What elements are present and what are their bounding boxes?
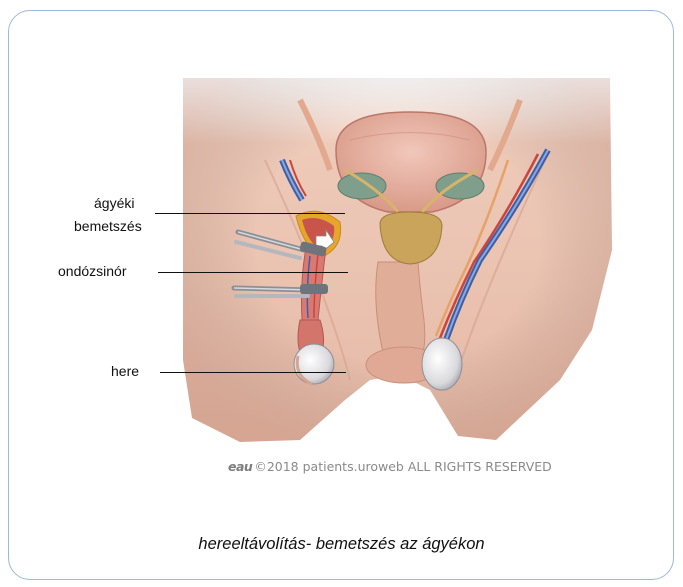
- leader-inguinal-incision: [155, 213, 345, 214]
- copyright-text: ©2018 patients.uroweb ALL RIGHTS RESERVE…: [254, 459, 551, 474]
- contralateral-testis: [422, 338, 462, 390]
- eau-logo: eau: [228, 459, 252, 474]
- leader-spermatic-cord: [158, 272, 348, 273]
- copyright-notice: eau©2018 patients.uroweb ALL RIGHTS RESE…: [228, 459, 552, 474]
- leader-testis: [160, 372, 346, 373]
- label-inguinal-incision-line1: ágyéki: [94, 195, 134, 212]
- label-testis: here: [111, 363, 139, 380]
- label-inguinal-incision-line2: bemetszés: [74, 218, 142, 235]
- label-spermatic-cord: ondózsinór: [58, 263, 127, 280]
- removed-testis: [294, 344, 334, 384]
- figure-caption: hereeltávolítás- bemetszés az ágyékon: [0, 535, 683, 554]
